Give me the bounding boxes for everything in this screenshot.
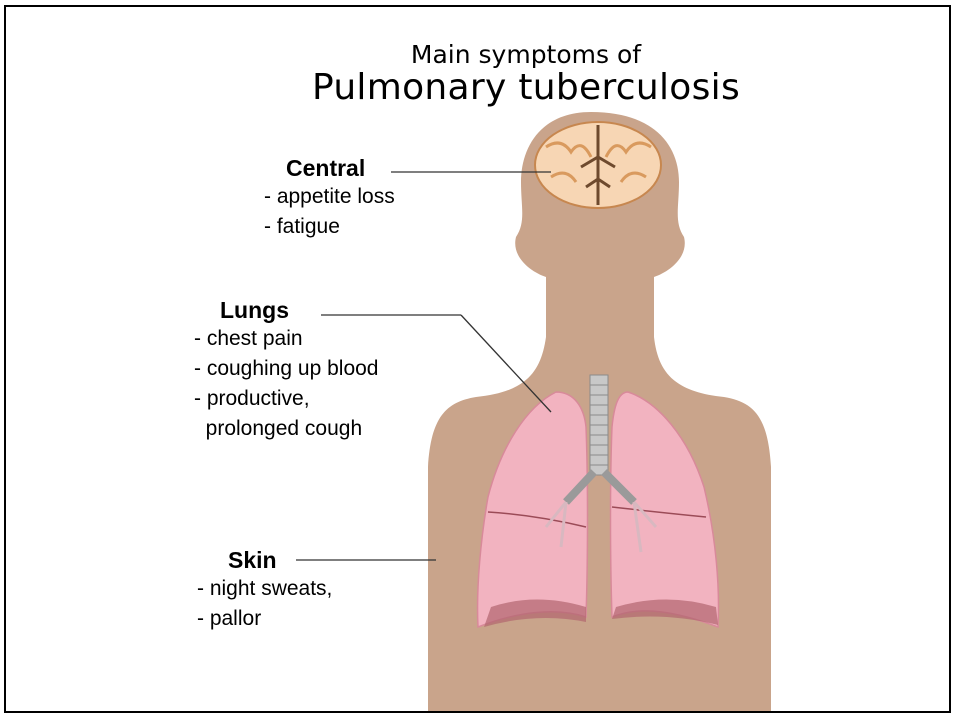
title-block: Main symptoms of Pulmonary tuberculosis [206,7,846,117]
central-label-group: Central - appetite loss - fatigue [264,155,395,242]
diagram-frame: Main symptoms of Pulmonary tuberculosis … [4,5,951,713]
diagram-subtitle: Main symptoms of [206,40,846,69]
lungs-symptom-1: - chest pain [194,324,378,354]
lungs-heading: Lungs [194,297,378,324]
lungs-symptom-3-cont: prolonged cough [194,414,378,444]
lungs-symptom-3: - productive, [194,384,378,414]
skin-symptom-2: - pallor [197,604,332,634]
skin-heading: Skin [197,547,332,574]
central-symptom-2: - fatigue [264,212,395,242]
diagram-title: Pulmonary tuberculosis [206,67,846,108]
brain-icon [535,122,661,208]
skin-label-group: Skin - night sweats, - pallor [197,547,332,634]
central-symptom-1: - appetite loss [264,182,395,212]
lungs-symptom-2: - coughing up blood [194,354,378,384]
central-heading: Central [264,155,395,182]
lungs-label-group: Lungs - chest pain - coughing up blood -… [194,297,378,444]
skin-symptom-1: - night sweats, [197,574,332,604]
